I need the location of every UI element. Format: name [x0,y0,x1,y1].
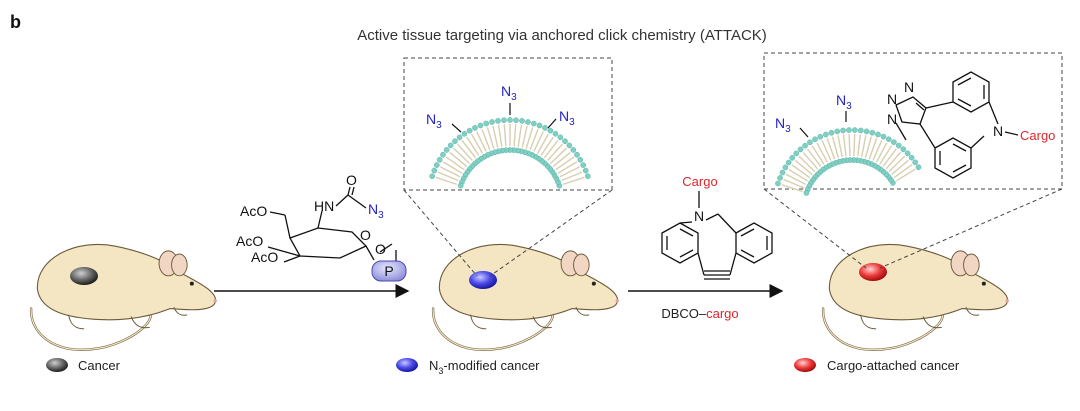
membrane-n3-top: N3 [501,83,517,103]
legend-n3-label: N3-modified cancer [429,358,540,376]
lipid-membrane-icon [429,117,591,189]
phosphate-box [371,260,407,282]
lipid-membrane-icon [775,127,922,196]
zoom-line [763,188,867,269]
product-n3-top: N3 [836,92,852,112]
sugar-o-ring: O [360,227,371,243]
product-n3-left: N3 [775,115,791,135]
sugar-o-link: O [375,241,386,257]
mouse-icon [821,243,1011,351]
dbco-n: N [694,208,704,224]
zoom-box-cargo [763,52,1063,190]
tumor-blue-icon [469,271,497,289]
legend-cargo-icon [794,358,816,372]
tumor-red-icon [859,263,887,281]
figure-title: Active tissue targeting via anchored cli… [357,27,767,44]
legend-cancer-icon [46,358,68,372]
dbco-reagent-label: DBCO–cargo [661,306,738,321]
membrane-n3-left: N3 [426,111,442,131]
legend-cancer-label: Cancer [78,358,121,373]
sugar-aco-bottom: AcO [251,249,278,265]
sugar-hn: HN [314,198,334,214]
mouse-icon [29,243,219,351]
sugar-aco-top: AcO [240,203,267,219]
chemical-structure-icon [267,186,397,263]
panel-letter: b [10,12,21,32]
chemical-structure-icon [895,71,1019,179]
sugar-aco-mid: AcO [236,233,263,249]
tumor-grey-icon [70,267,98,285]
triazole-n1: N [887,91,897,107]
mouse-icon [431,243,621,351]
dbco-cargo-label: Cargo [682,174,717,189]
sugar-o-carbonyl: O [346,172,357,188]
membrane-n3-right: N3 [559,108,575,128]
product-cargo-label: Cargo [1020,128,1055,143]
legend-cargo-label: Cargo-attached cancer [827,358,960,373]
zoom-line [879,188,1063,269]
triazole-n2: N [904,79,914,95]
triazole-n3: N [887,111,897,127]
product-ring-n: N [993,123,1003,139]
zoom-line [489,189,613,277]
legend-n3-icon [396,358,418,372]
phosphate-label: P [384,263,393,279]
zoom-line [403,189,478,277]
sugar-n3-main: N3 [368,201,384,221]
chemical-structure-icon [661,191,773,280]
zoom-box-n3 [403,57,613,191]
